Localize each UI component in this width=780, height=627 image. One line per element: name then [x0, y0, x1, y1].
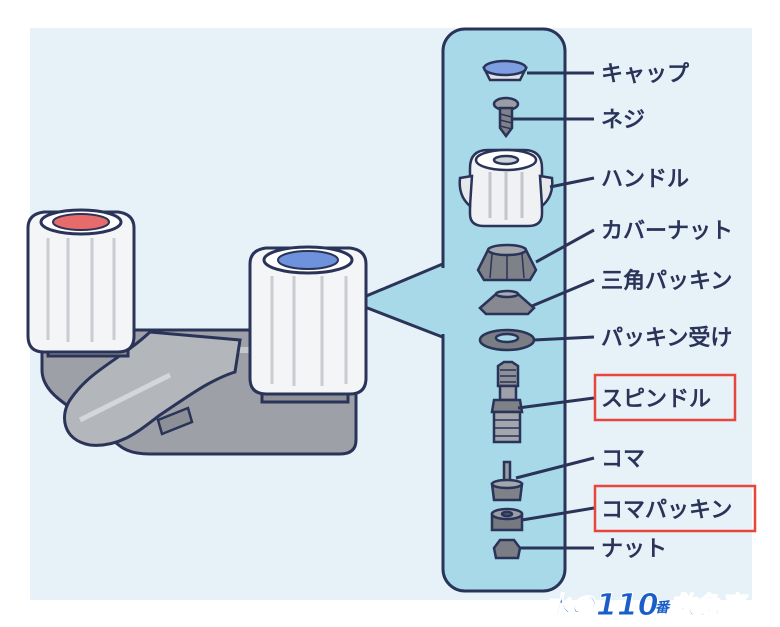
exploded-parts — [458, 59, 554, 560]
handle-part — [458, 148, 554, 228]
label-koma: コマ — [601, 447, 645, 472]
label-cap: キャップ — [601, 62, 690, 87]
label-koma-packing: コマパッキン — [601, 498, 732, 523]
cover-nut-part — [476, 243, 538, 282]
brand-logo: 水の 110 番 救急車 — [545, 588, 750, 624]
koma-part — [490, 460, 524, 502]
label-handle: ハンドル — [601, 167, 689, 192]
label-cover-nut: カバーナット — [601, 219, 733, 244]
logo-text-3: 番 — [655, 600, 671, 616]
logo-text-1: 水の — [545, 591, 597, 620]
nut-part — [492, 538, 522, 560]
cold-cap — [277, 250, 339, 270]
packing-receiver-part — [478, 328, 536, 352]
hot-handle — [26, 208, 136, 358]
faucet-spout — [63, 330, 242, 447]
koma-packing-part — [490, 507, 524, 532]
hot-cap — [52, 213, 110, 231]
koma-packing-highlight-box — [593, 484, 757, 533]
logo-text-2: 110 — [596, 588, 659, 623]
label-triangle-packing: 三角パッキン — [601, 268, 732, 294]
cap-part — [481, 59, 529, 82]
logo-text-4: 救急車 — [670, 591, 749, 620]
leader-lines — [513, 71, 595, 550]
label-nut: ナット — [601, 537, 667, 562]
cold-handle — [248, 245, 368, 404]
label-spindle: スピンドル — [601, 387, 711, 412]
screw-part — [492, 96, 520, 139]
spindle-part — [490, 360, 524, 444]
spindle-highlight-box — [593, 373, 737, 422]
triangle-packing-part — [478, 289, 536, 316]
label-packing-receiver: パッキン受け — [601, 325, 732, 351]
faucet — [26, 208, 368, 456]
label-screw: ネジ — [601, 108, 645, 133]
part-labels: キャップ ネジ ハンドル カバーナット 三角パッキン パッキン受け スピンドル … — [601, 62, 733, 562]
